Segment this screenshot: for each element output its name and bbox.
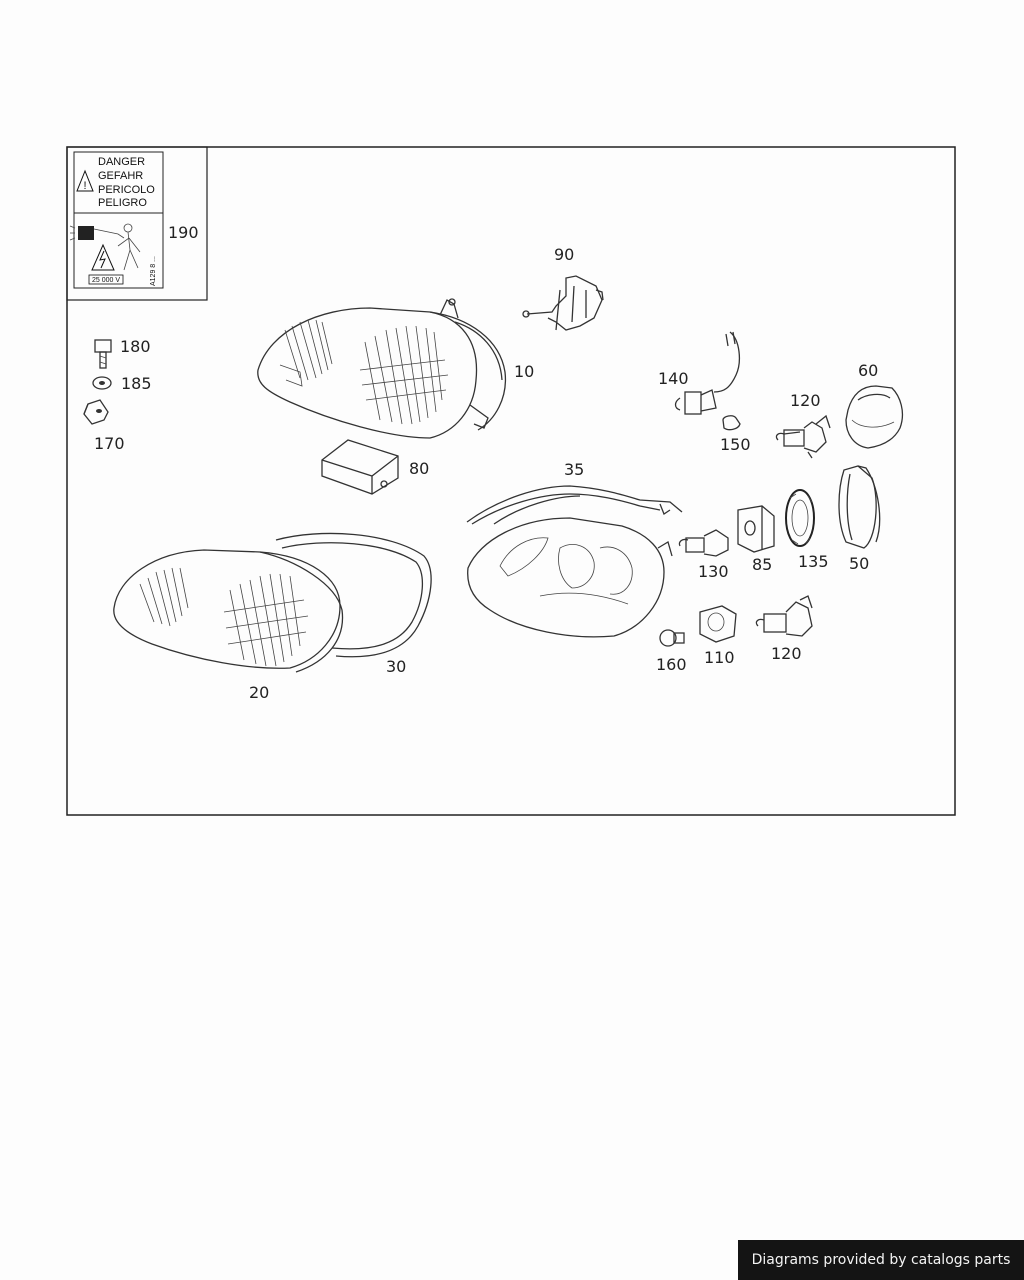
callout-135: 135 [798,552,829,571]
part-code: A129 8 ... [150,256,157,286]
callout-20: 20 [249,683,269,702]
leveling-motor-90[interactable] [522,275,604,331]
lens-seal-30[interactable] [275,532,432,658]
warning-line-1: DANGER [98,156,145,168]
voltage-label: 25 000 V [92,277,120,284]
callout-60: 60 [858,361,878,380]
bulb-130[interactable] [678,529,729,557]
cover-cap-60[interactable] [845,385,904,449]
bulb-socket-85[interactable] [737,505,775,553]
warning-label: ! DANGER GEFAHR PERICOLO PELIGRO 25 000 … [66,146,208,301]
callout-160: 160 [656,655,687,674]
callout-190: 190 [168,223,199,242]
bolt-180[interactable] [94,339,112,369]
small-bulb-150[interactable] [722,415,741,431]
warning-line-4: PELIGRO [98,197,147,209]
callout-10: 10 [514,362,534,381]
callout-30: 30 [386,657,406,676]
callout-35: 35 [564,460,584,479]
callout-180: 180 [120,337,151,356]
headlamp-assembly-10[interactable] [257,298,507,439]
diagram-frame [66,146,956,816]
control-module-80[interactable] [321,439,399,495]
warning-line-3: PERICOLO [98,184,155,196]
washer-185[interactable] [92,376,112,390]
headlamp-housing-body[interactable] [467,517,673,638]
callout-170: 170 [94,434,125,453]
callout-110: 110 [704,648,735,667]
warning-line-2: GEFAHR [98,170,143,182]
svg-text:!: ! [83,180,86,192]
diagram-credit-banner: Diagrams provided by catalogs parts [738,1240,1024,1280]
retaining-ring-135[interactable] [785,489,815,547]
callout-120-lower: 120 [771,644,802,663]
gasket-35[interactable] [466,485,683,525]
housing-cover-50[interactable] [838,465,881,549]
h7-bulb-120-lower[interactable] [755,595,813,637]
callout-50: 50 [849,554,869,573]
callout-150: 150 [720,435,751,454]
callout-80: 80 [409,459,429,478]
headlamp-lens-20[interactable] [113,549,344,673]
high-voltage-icon [91,243,115,271]
callout-90: 90 [554,245,574,264]
callout-185: 185 [121,374,152,393]
callout-85: 85 [752,555,772,574]
clip-nut-170[interactable] [83,399,109,425]
warning-triangle-icon: ! [76,169,94,192]
callout-140: 140 [658,369,689,388]
callout-130: 130 [698,562,729,581]
callout-120-upper: 120 [790,391,821,410]
lamp-hazard-icon [69,223,141,271]
h7-bulb-120-upper[interactable] [775,414,831,459]
small-bulb-160[interactable] [659,629,685,647]
bulb-with-lead-140[interactable] [674,331,741,415]
bulb-socket-110[interactable] [699,605,737,643]
